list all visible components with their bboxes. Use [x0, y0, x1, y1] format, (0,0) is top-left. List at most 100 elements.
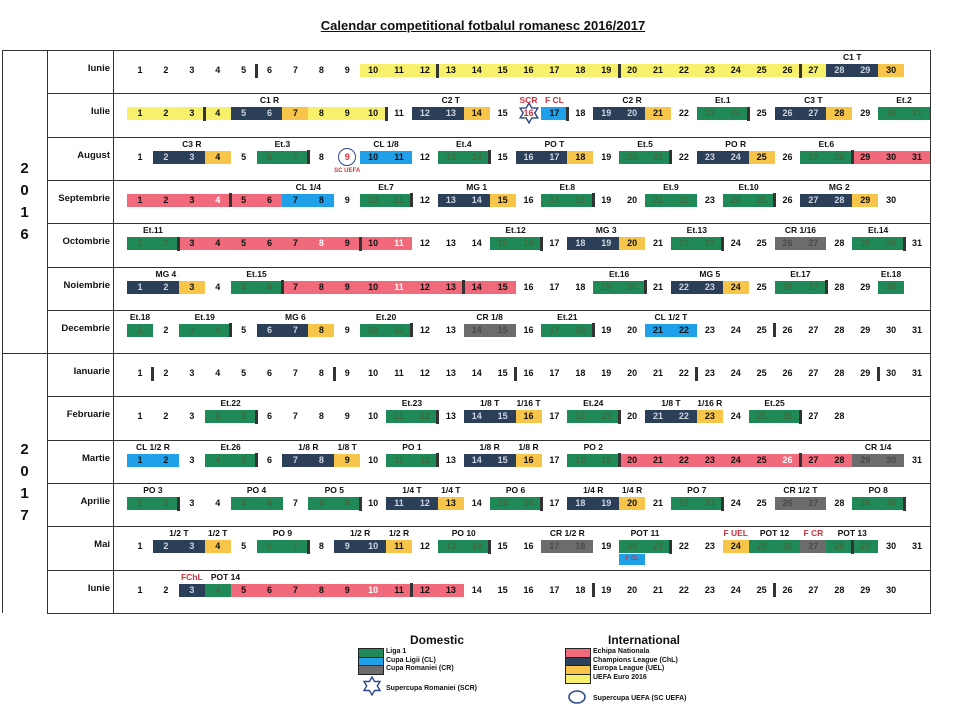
- event-label: CR 1/2 R: [549, 528, 585, 539]
- month-label: Iulie: [90, 106, 110, 118]
- day-cell: 5: [230, 497, 257, 510]
- month-column-divider: [113, 50, 114, 613]
- day-cell: 8: [318, 411, 324, 422]
- day-cell: 16: [515, 453, 542, 467]
- day-cell: 21: [645, 107, 672, 121]
- day-cell: 8: [308, 323, 335, 337]
- day-cell: 15: [489, 453, 516, 467]
- day-cell: 16: [523, 324, 534, 335]
- event-label: PO R: [725, 138, 747, 149]
- day-cell: 29: [852, 497, 879, 510]
- day-cell: 11: [386, 410, 413, 424]
- day-cell: 19: [593, 237, 620, 251]
- day-cell: 2: [152, 540, 179, 554]
- day-cell: 8: [318, 368, 324, 379]
- day-cell: 5: [230, 453, 257, 467]
- day-cell: 3: [178, 150, 205, 164]
- day-cell: 4: [215, 281, 221, 292]
- week-separator: [669, 539, 673, 554]
- week-separator: [695, 366, 699, 381]
- day-cell: 14: [463, 193, 490, 207]
- day-cell: 18: [575, 281, 586, 292]
- day-cell: 8: [308, 583, 335, 597]
- day-cell: 10: [368, 411, 379, 422]
- week-separator: [488, 539, 492, 554]
- legend-domestic-title: Domestic: [410, 633, 465, 647]
- week-separator: [436, 409, 440, 424]
- year-digit: 1: [20, 203, 29, 221]
- day-cell: 23: [696, 150, 723, 164]
- day-cell: 18: [567, 540, 594, 554]
- day-cell: 17: [549, 411, 560, 422]
- week-separator: [643, 280, 647, 294]
- legend-sc-uefa-label: Supercupa UEFA (SC UEFA): [593, 695, 687, 702]
- day-cell: 2: [152, 150, 179, 164]
- day-cell: 1: [137, 368, 143, 379]
- day-cell: 8: [308, 453, 335, 467]
- event-label: POT 12: [759, 528, 790, 539]
- event-label: 1/16 T: [516, 398, 541, 409]
- day-cell: 9: [344, 368, 350, 379]
- day-cell: 3: [189, 65, 195, 75]
- event-label: Et.12: [505, 225, 526, 236]
- day-cell: 31: [912, 368, 923, 379]
- day-cell: 5: [230, 193, 257, 207]
- event-label: Et.22: [220, 398, 241, 409]
- event-label: CR 1/2 T: [783, 485, 818, 495]
- event-label: 1/8 R: [479, 441, 500, 452]
- day-cell: 19: [593, 497, 620, 510]
- day-cell: 10: [360, 64, 387, 77]
- day-cell: 26: [774, 237, 801, 251]
- day-cell: 2: [163, 584, 169, 595]
- week-separator: [177, 496, 181, 511]
- day-cell: 28: [834, 411, 845, 422]
- month-label: Iunie: [87, 63, 110, 74]
- day-cell: 29: [852, 237, 879, 251]
- day-cell: 22: [678, 151, 689, 162]
- day-cell: 7: [282, 280, 309, 294]
- week-separator: [721, 496, 725, 511]
- event-label: POT 14: [210, 571, 241, 582]
- event-label: Et.17: [790, 268, 811, 279]
- day-cell: 9: [344, 411, 350, 422]
- day-cell: 15: [497, 584, 508, 595]
- day-cell: 21: [645, 540, 672, 554]
- event-label: C2 T: [441, 95, 460, 106]
- day-cell: 18: [567, 193, 594, 207]
- day-cell: 1: [137, 541, 143, 552]
- row-divider: [47, 353, 931, 355]
- event-label: PO 4: [246, 485, 267, 495]
- day-cell: 24: [730, 238, 741, 249]
- event-label: MG 6: [285, 311, 306, 322]
- week-separator: [255, 409, 259, 424]
- event-label: MG 3: [595, 225, 617, 236]
- event-label: PO 6: [505, 485, 526, 495]
- day-cell: 18: [567, 323, 594, 337]
- day-cell: 11: [386, 64, 413, 77]
- event-label: Et.15: [246, 268, 267, 279]
- day-cell: 17: [541, 107, 568, 121]
- event-label: Et.18: [880, 268, 902, 279]
- day-cell: 9: [334, 107, 361, 121]
- day-cell: 3: [178, 107, 205, 121]
- day-cell: 1: [127, 453, 154, 467]
- event-label: SCR: [519, 95, 538, 106]
- week-separator: [617, 409, 621, 424]
- day-cell: 17: [541, 323, 568, 337]
- day-cell: 11: [394, 108, 404, 119]
- day-cell: 26: [774, 540, 801, 554]
- event-label: 1/4 T: [441, 485, 461, 495]
- event-label: 1/8 T: [479, 398, 500, 409]
- day-cell: 2: [163, 324, 169, 335]
- day-cell: 2: [152, 453, 179, 467]
- day-cell: 22: [670, 453, 697, 467]
- day-cell: 10: [360, 323, 387, 337]
- day-cell: 20: [627, 194, 638, 205]
- day-cell: 27: [808, 411, 819, 422]
- event-label: PO 2: [583, 441, 603, 452]
- event-label: Et.11: [143, 225, 163, 236]
- day-cell: 29: [852, 150, 879, 164]
- day-cell: 14: [463, 453, 490, 467]
- day-cell: 25: [756, 238, 767, 249]
- legend-domestic-swatch: [358, 665, 384, 675]
